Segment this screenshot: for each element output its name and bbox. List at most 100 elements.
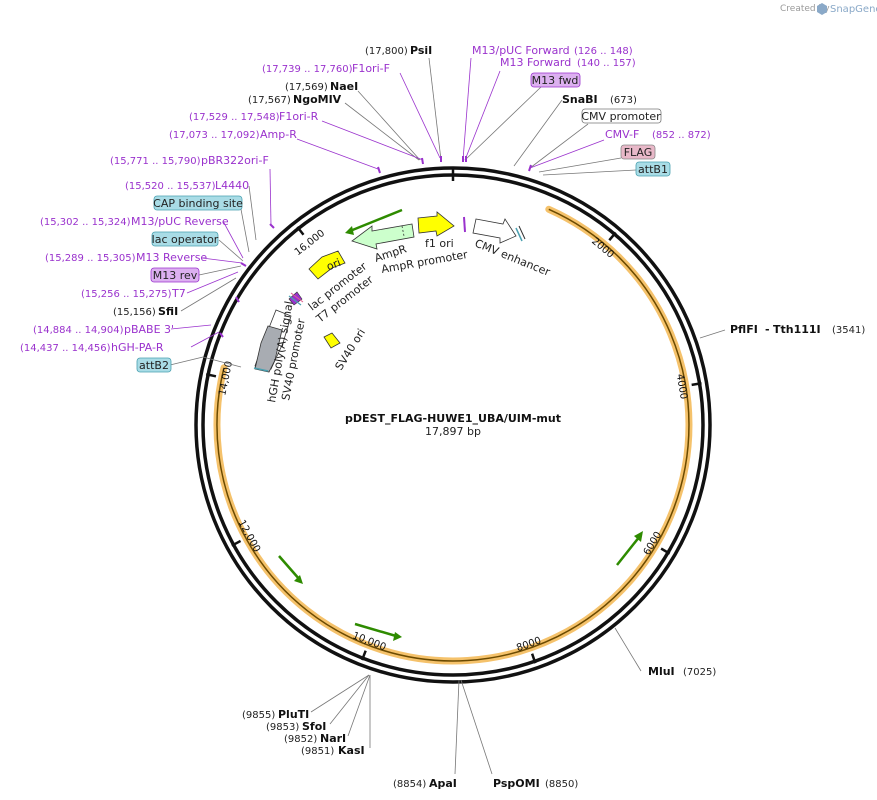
- tick-mark: [530, 653, 537, 664]
- primer-m13-fwd-pos: (140 .. 157): [577, 58, 636, 69]
- enzyme-pflfi-sep: -: [765, 323, 770, 336]
- box-m13-fwd-label: M13 fwd: [532, 74, 579, 87]
- primer-m13puc-fwd[interactable]: M13/pUC Forward: [472, 44, 570, 57]
- primer-l4440-pos: (15,520 .. 15,537): [125, 181, 216, 192]
- box-cap-label: CAP binding site: [153, 197, 243, 210]
- enzyme-tth111i[interactable]: Tth111I: [773, 323, 821, 336]
- enzyme-kasi[interactable]: KasI: [338, 744, 365, 757]
- box-lac-operator[interactable]: lac operator: [151, 231, 219, 247]
- f1-ori-feature[interactable]: [417, 211, 455, 237]
- primer-cmv-f[interactable]: CMV-F: [605, 128, 639, 141]
- enzyme-sfoi-pos: (9853): [266, 722, 299, 733]
- enzyme-snabi-pos: (673): [610, 95, 637, 106]
- tick-label: 16,000: [293, 228, 327, 258]
- primer-pbabe3[interactable]: pBABE 3': [124, 323, 174, 336]
- primer-pbr322ori-f-pos: (15,771 .. 15,790): [110, 156, 201, 167]
- enzyme-mlui[interactable]: MluI: [648, 665, 675, 678]
- enzyme-pluti[interactable]: PluTI: [278, 708, 309, 721]
- enzyme-pflfi[interactable]: PflFI: [730, 323, 758, 336]
- enzyme-pluti-pos: (9855): [242, 710, 275, 721]
- primer-pbabe3-pos: (14,884 .. 14,904): [33, 325, 124, 336]
- box-flag[interactable]: FLAG: [620, 144, 656, 160]
- f1-ori-label: f1 ori: [425, 237, 454, 250]
- enzyme-kasi-pos: (9851): [301, 746, 334, 757]
- primer-amp-r[interactable]: Amp-R: [260, 128, 297, 141]
- attb2-mark: [253, 367, 269, 372]
- primer-m13-rev[interactable]: M13 Reverse: [136, 251, 207, 264]
- box-attb2-label: attB2: [139, 359, 169, 372]
- leader-lines: [169, 57, 726, 775]
- primer-m13-fwd[interactable]: M13 Forward: [500, 56, 571, 69]
- enzyme-sfoi[interactable]: SfoI: [302, 720, 326, 733]
- cmv-enhancer-feature[interactable]: [472, 218, 517, 244]
- primer-hgh-pa-r-pos: (14,437 .. 14,456): [20, 343, 111, 354]
- snapgene-logo-icon: [817, 3, 827, 15]
- enzyme-psii-pos: (17,800): [365, 46, 408, 57]
- tick-mark: [360, 650, 367, 661]
- box-m13-rev-label: M13 rev: [153, 269, 198, 282]
- box-attb1-label: attB1: [638, 163, 668, 176]
- enzyme-mlui-pos: (7025): [683, 667, 716, 678]
- primer-m13-rev-pos: (15,289 .. 15,305): [45, 253, 136, 264]
- enzyme-pflfi-pos: (3541): [832, 325, 865, 336]
- ori-label: ori: [325, 256, 343, 273]
- primer-f1ori-f[interactable]: F1ori-F: [352, 62, 390, 75]
- orf-arrow-4: [345, 208, 403, 235]
- primer-l4440[interactable]: L4440: [215, 179, 249, 192]
- tick-label: 10,000: [351, 630, 388, 653]
- primer-cmv-f-pos: (852 .. 872): [652, 130, 711, 141]
- enzyme-sfii-pos: (15,156): [113, 307, 156, 318]
- primer-hash-marks: [219, 156, 532, 338]
- enzyme-naei[interactable]: NaeI: [330, 80, 358, 93]
- enzyme-apai-pos: (8854): [393, 779, 426, 790]
- enzyme-nari[interactable]: NarI: [320, 732, 346, 745]
- primer-t7-pos: (15,256 .. 15,275): [81, 289, 172, 300]
- credit-prefix: Created by: [780, 4, 830, 14]
- tick-mark: [231, 539, 242, 547]
- insert-line: [216, 208, 690, 662]
- primer-hgh-pa-r[interactable]: hGH-PA-R: [111, 341, 164, 354]
- tick-label: 4000: [674, 373, 689, 400]
- cmv-promoter-marks: [515, 225, 526, 242]
- box-attb1[interactable]: attB1: [635, 161, 671, 177]
- primer-f1ori-r-pos: (17,529 .. 17,548): [189, 112, 280, 123]
- promoter-marks: [288, 291, 304, 306]
- sv40-ori-label: SV40 ori: [333, 326, 369, 372]
- box-m13-rev[interactable]: M13 rev: [150, 267, 200, 283]
- tick-mark: [691, 382, 702, 387]
- credit-brand: SnapGene: [830, 4, 877, 15]
- primer-m13puc-rev[interactable]: M13/pUC Reverse: [131, 215, 229, 228]
- enzyme-ngomiv-pos: (17,567): [248, 95, 291, 106]
- box-m13-fwd[interactable]: M13 fwd: [530, 72, 581, 88]
- enzyme-psii[interactable]: PsiI: [410, 44, 432, 57]
- enzyme-apai[interactable]: ApaI: [429, 777, 457, 790]
- enzyme-snabi[interactable]: SnaBI: [562, 93, 598, 106]
- cmv-enhancer-label: CMV enhancer: [473, 237, 552, 279]
- plasmid-length: 17,897 bp: [425, 425, 481, 438]
- primer-m13puc-rev-pos: (15,302 .. 15,324): [40, 217, 131, 228]
- tick-mark: [608, 231, 617, 242]
- orf-arrow-3: [278, 555, 303, 584]
- purple-mark-1: [463, 216, 466, 233]
- enzyme-pspomi-pos: (8850): [545, 779, 578, 790]
- enzyme-ngomiv[interactable]: NgoMIV: [293, 93, 342, 106]
- tick-mark: [660, 547, 671, 555]
- enzyme-nari-pos: (9852): [284, 734, 317, 745]
- enzyme-pspomi[interactable]: PspOMI: [493, 777, 540, 790]
- hgh-polya-feature[interactable]: [254, 325, 283, 373]
- box-attb2[interactable]: attB2: [136, 357, 172, 373]
- orf-arrow-2: [354, 622, 402, 641]
- ampr-feature[interactable]: [351, 223, 415, 250]
- box-cmv-promoter[interactable]: CMV promoter: [581, 108, 662, 124]
- primer-f1ori-r[interactable]: F1ori-R: [279, 110, 319, 123]
- sv40-ori-feature[interactable]: [323, 332, 341, 349]
- primer-t7[interactable]: T7: [171, 287, 186, 300]
- enzyme-sfii[interactable]: SfiI: [158, 305, 178, 318]
- primer-pbr322ori-f[interactable]: pBR322ori-F: [201, 154, 269, 167]
- box-lac-operator-label: lac operator: [152, 233, 219, 246]
- ori-feature[interactable]: ori: [308, 250, 346, 280]
- box-cap-binding-site[interactable]: CAP binding site: [153, 195, 243, 211]
- orf-arrow-1: [616, 531, 643, 566]
